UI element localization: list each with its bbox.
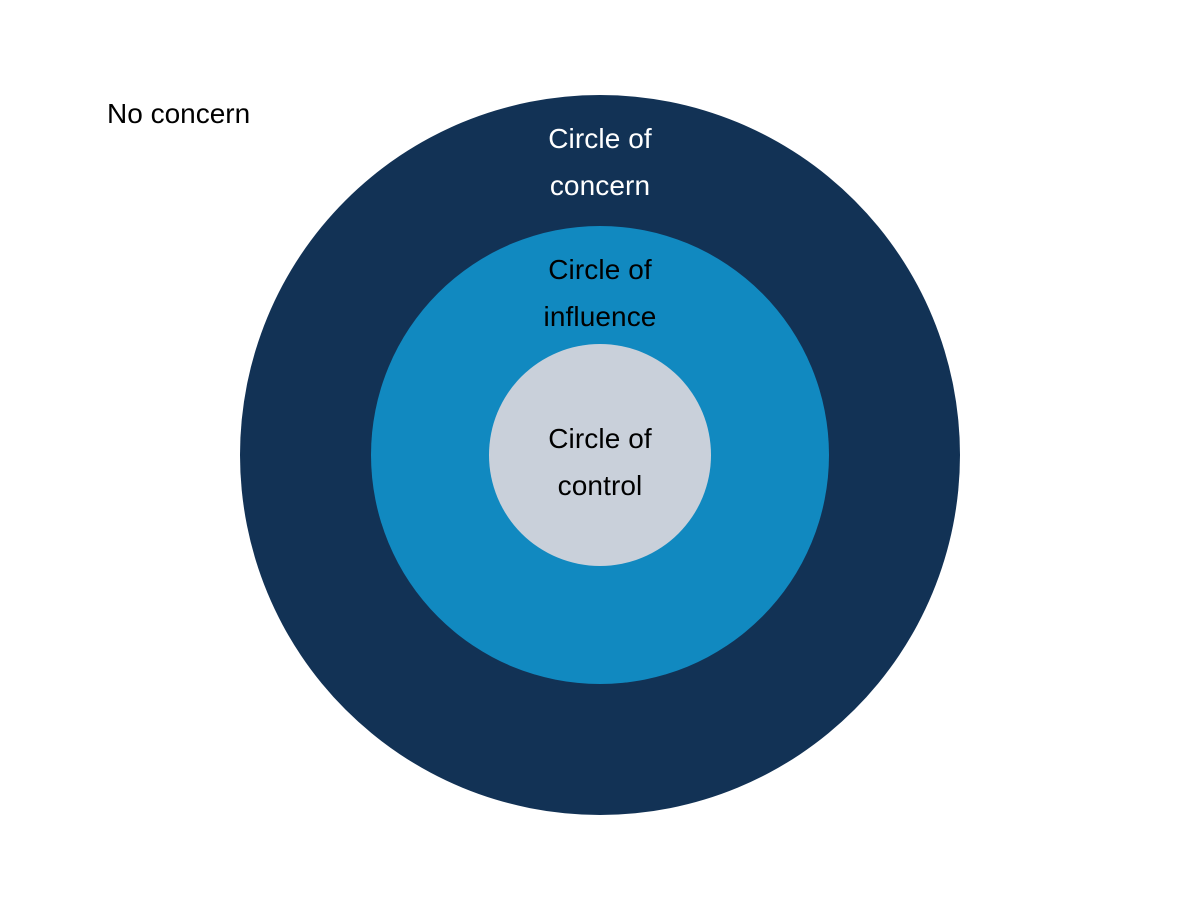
circle-of-control-ring xyxy=(489,344,711,566)
circle-of-concern-label: Circle of concern xyxy=(548,123,652,201)
no-concern-label: No concern xyxy=(107,98,251,129)
circle-of-influence-label: Circle of influence xyxy=(543,254,657,332)
circle-of-control-label: Circle of control xyxy=(548,423,652,501)
